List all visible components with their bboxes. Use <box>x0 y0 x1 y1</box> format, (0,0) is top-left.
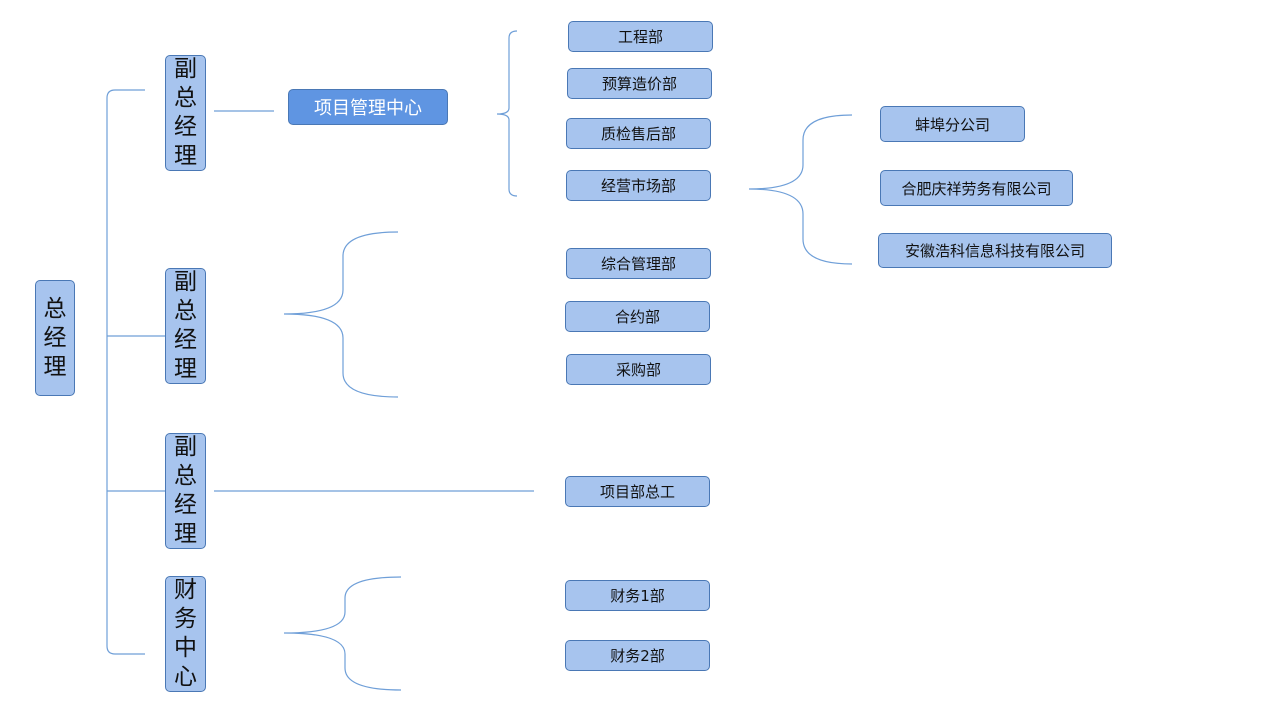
dept-marketing[interactable]: 经营市场部 <box>566 170 711 201</box>
dept-label: 项目部总工 <box>599 483 675 501</box>
root-bracket <box>106 89 145 655</box>
dept-chief-engineer[interactable]: 项目部总工 <box>565 476 710 507</box>
dept-quality[interactable]: 质检售后部 <box>566 118 711 149</box>
vp2-bracket <box>283 231 399 398</box>
vp3-node[interactable]: 副总经理 <box>165 433 206 549</box>
dept-label: 综合管理部 <box>600 255 676 273</box>
dept-label: 合约部 <box>614 308 660 326</box>
dept-budget[interactable]: 预算造价部 <box>567 68 712 99</box>
subsidiary-bengbu[interactable]: 蚌埠分公司 <box>880 106 1025 142</box>
subsidiary-label: 安徽浩科信息科技有限公司 <box>904 242 1085 260</box>
subsidiary-hefei[interactable]: 合肥庆祥劳务有限公司 <box>880 170 1073 206</box>
subsidiary-label: 合肥庆祥劳务有限公司 <box>901 179 1052 198</box>
vp1-label: 副总经理 <box>174 56 197 169</box>
dept-label: 财务1部 <box>610 587 665 605</box>
vp1-node[interactable]: 副总经理 <box>165 55 206 171</box>
dept-label: 工程部 <box>617 28 663 46</box>
project-management-center-node[interactable]: 项目管理中心 <box>288 89 448 125</box>
dept-finance2[interactable]: 财务2部 <box>565 640 710 671</box>
dept-engineering[interactable]: 工程部 <box>568 21 713 52</box>
subsidiary-anhui[interactable]: 安徽浩科信息科技有限公司 <box>878 233 1112 268</box>
dept-label: 财务2部 <box>610 647 665 665</box>
dept-label: 经营市场部 <box>600 177 676 195</box>
finance-center-label: 财务中心 <box>174 577 197 690</box>
dept-label: 质检售后部 <box>600 125 676 143</box>
subsidiary-label: 蚌埠分公司 <box>914 115 990 134</box>
dept-label: 预算造价部 <box>601 75 677 93</box>
dept-general[interactable]: 综合管理部 <box>566 248 711 279</box>
finance-center-node[interactable]: 财务中心 <box>165 576 206 692</box>
center-label: 项目管理中心 <box>314 98 422 119</box>
dept-purchasing[interactable]: 采购部 <box>566 354 711 385</box>
dept-finance1[interactable]: 财务1部 <box>565 580 710 611</box>
dept-label: 采购部 <box>615 361 661 379</box>
vp2-label: 副总经理 <box>174 269 197 382</box>
root-label: 总经理 <box>43 295 67 380</box>
finance-bracket <box>283 576 402 691</box>
marketing-bracket <box>748 114 853 265</box>
dept-contract[interactable]: 合约部 <box>565 301 710 332</box>
center-bracket <box>496 30 518 197</box>
root-node-general-manager[interactable]: 总经理 <box>35 280 75 396</box>
vp2-node[interactable]: 副总经理 <box>165 268 206 384</box>
vp3-label: 副总经理 <box>174 434 197 547</box>
